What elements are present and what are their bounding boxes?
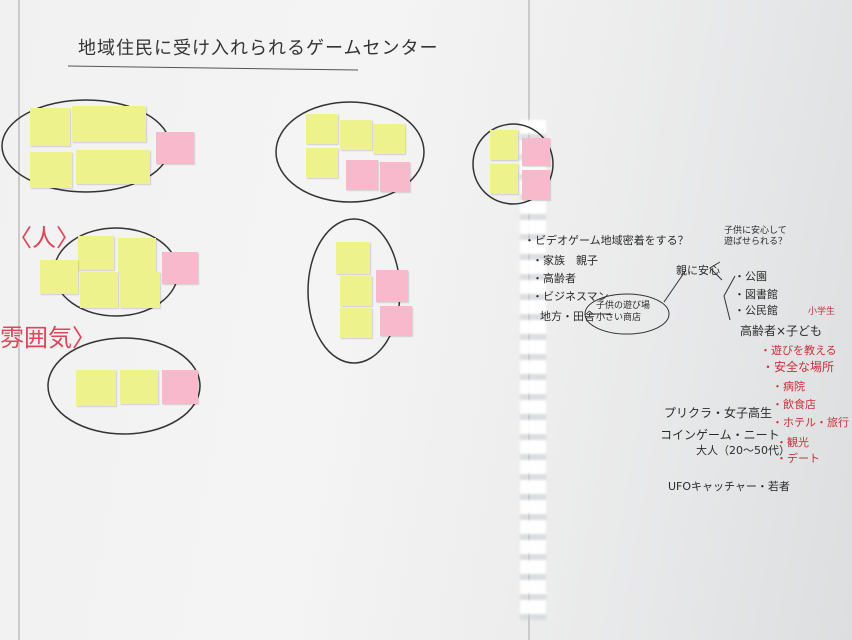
sticky-note-yellow <box>80 272 118 308</box>
note-branch: 親に安心 <box>676 264 720 277</box>
sticky-note-yellow <box>306 148 338 178</box>
note-small: 小学生 <box>808 307 836 317</box>
label-people: 〈人〉 <box>8 224 80 252</box>
board-title: 地域住民に受け入れられるゲームセンター <box>78 38 439 59</box>
note-top: 子供に安心して遊ばせられる？ <box>724 226 788 247</box>
note-item: ・安全な場所 <box>762 360 835 374</box>
note-list-item: ・図書館 <box>734 288 778 301</box>
note-bullet: 地方・田舎 <box>540 310 595 323</box>
note-item: ・病院 <box>772 380 805 393</box>
sticky-note-yellow <box>118 238 156 272</box>
bracket <box>723 275 736 321</box>
note-bullet: ・家族 親子 <box>532 254 598 267</box>
group-circle <box>47 337 201 435</box>
sticky-note-yellow <box>373 124 405 154</box>
sticky-note-yellow <box>340 308 372 338</box>
sticky-note-yellow <box>490 130 518 160</box>
sticky-note-pink <box>156 132 194 164</box>
note-bullet: ・高齢者 <box>532 272 576 285</box>
sticky-note-pink <box>380 162 410 192</box>
sticky-note-yellow <box>72 106 108 142</box>
title-underline <box>67 65 359 71</box>
sticky-note-yellow <box>76 150 112 184</box>
note-circle-text: 子供の遊び場 小さい商店 <box>596 301 651 323</box>
group-circle <box>472 123 554 205</box>
light-reflection <box>520 120 546 620</box>
sticky-note-pink <box>162 252 198 284</box>
note-bullet: ・ビジネスマン <box>532 290 609 303</box>
sticky-note-yellow <box>340 276 372 306</box>
sticky-note-yellow <box>340 120 372 150</box>
sticky-note-yellow <box>112 150 150 184</box>
sticky-note-yellow <box>30 108 70 146</box>
sticky-note-yellow <box>120 370 158 404</box>
sticky-note-yellow <box>306 114 338 144</box>
note-item: ・遊びを教える <box>760 344 837 357</box>
sticky-note-yellow <box>40 260 78 294</box>
note-item: ・デート <box>776 452 820 465</box>
note-bottom: コインゲーム・ニート <box>660 428 780 442</box>
sticky-note-pink <box>346 160 378 190</box>
sticky-note-yellow <box>336 242 370 274</box>
sticky-note-yellow <box>78 236 114 270</box>
sticky-note-pink <box>522 170 550 200</box>
group-circle <box>275 101 425 203</box>
note-bottom: UFOキャッチャー・若者 <box>668 480 790 493</box>
sticky-note-pink <box>380 306 412 336</box>
note-elderly: 高齢者×子ども <box>740 324 823 338</box>
note-circle <box>584 293 670 335</box>
sticky-note-pink <box>522 138 550 166</box>
note-item: ・飲食店 <box>772 398 816 411</box>
note-item: ・観光 <box>776 436 809 449</box>
sticky-note-pink <box>162 370 198 404</box>
board-seam <box>18 0 20 640</box>
note-bullet: ・ビデオゲーム地域密着をする？ <box>524 234 689 247</box>
note-bottom: 大人（20〜50代） <box>696 444 790 457</box>
branch-line <box>663 269 687 303</box>
note-item: ・ホテル・旅行 <box>772 416 849 429</box>
sticky-note-yellow <box>490 164 518 194</box>
sticky-note-pink <box>376 270 408 302</box>
sticky-note-yellow <box>30 152 72 188</box>
sticky-note-yellow <box>120 272 160 308</box>
label-atmosphere: 雰囲気〉 <box>0 324 96 352</box>
sticky-note-yellow <box>76 370 116 406</box>
bracket <box>709 261 723 281</box>
sticky-note-yellow <box>108 106 146 142</box>
note-list-item: ・公園 <box>734 270 767 283</box>
note-bottom: プリクラ・女子高生 <box>664 406 773 420</box>
note-list-item: ・公民館 <box>734 304 778 317</box>
